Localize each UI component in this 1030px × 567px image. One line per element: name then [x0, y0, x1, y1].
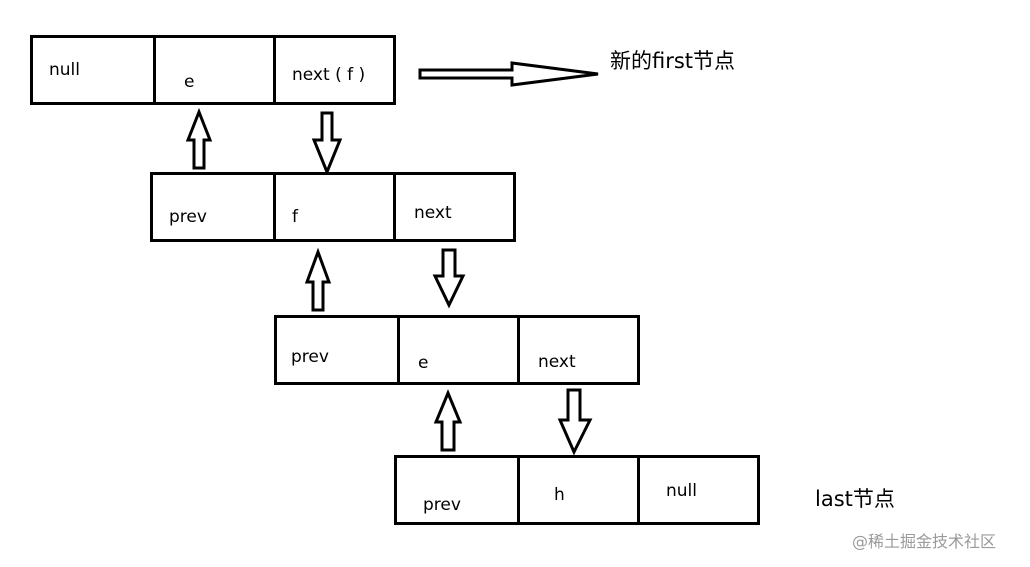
- cell-text: prev: [291, 347, 329, 367]
- next-cell: next: [517, 318, 637, 382]
- item-cell: e: [153, 38, 273, 102]
- cell-text: next ( f ): [292, 65, 366, 85]
- cell-text: prev: [423, 495, 461, 515]
- next-cell: next: [393, 175, 513, 239]
- prev-cell: null: [33, 38, 153, 102]
- down-arrow: [311, 111, 343, 176]
- new-first-node-label: 新的first节点: [610, 49, 736, 73]
- cell-text: null: [666, 481, 697, 501]
- cell-text: e: [184, 72, 195, 92]
- item-cell: f: [273, 175, 393, 239]
- item-cell: h: [517, 458, 637, 522]
- watermark: @稀土掘金技术社区: [852, 532, 997, 551]
- last-node-label: last节点: [815, 487, 895, 511]
- cell-text: e: [418, 353, 429, 373]
- item-cell: e: [397, 318, 517, 382]
- cell-text: prev: [169, 207, 207, 227]
- list-node: prev e next: [274, 315, 640, 385]
- cell-text: f: [292, 207, 298, 227]
- prev-cell: prev: [153, 175, 273, 239]
- cell-text: next: [538, 352, 576, 372]
- cell-text: h: [554, 485, 565, 505]
- list-node: prev f next: [150, 172, 516, 242]
- down-arrow: [557, 388, 593, 456]
- right-arrow: [418, 61, 599, 87]
- list-node-new-first: null e next ( f ): [30, 35, 396, 105]
- cell-text: next: [414, 203, 452, 223]
- next-cell: null: [637, 458, 757, 522]
- up-arrow: [304, 247, 332, 312]
- list-node-last: prev h null: [394, 455, 760, 525]
- down-arrow: [432, 248, 466, 309]
- prev-cell: prev: [277, 318, 397, 382]
- next-cell: next ( f ): [273, 38, 393, 102]
- cell-text: null: [49, 60, 80, 80]
- prev-cell: prev: [397, 458, 517, 522]
- up-arrow: [433, 389, 463, 452]
- up-arrow: [185, 107, 213, 170]
